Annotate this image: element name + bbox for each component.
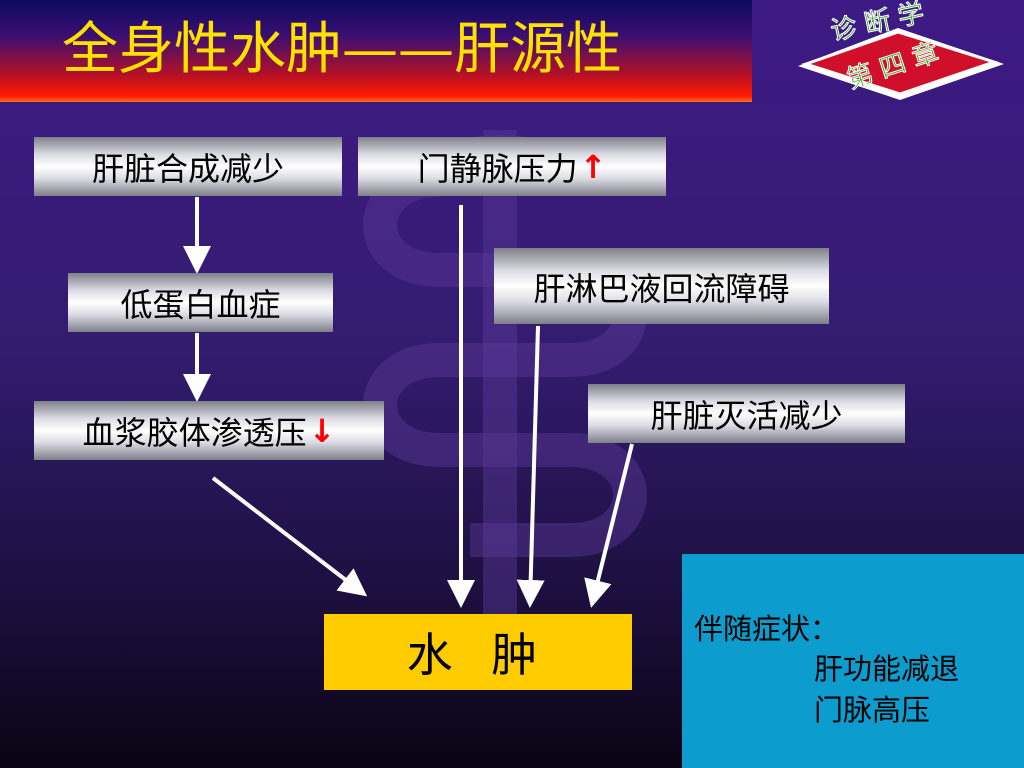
node-colloid-osmotic-pressure: 血浆胶体渗透压↓ [34, 401, 384, 460]
node-portal-pressure: 门静脉压力↑ [358, 137, 666, 196]
node-label: 低蛋白血症 [120, 285, 281, 324]
symptom-item: 肝功能减退 [814, 652, 960, 686]
node-liver-inactivation-decrease: 肝脏灭活减少 [588, 384, 905, 443]
node-label: 门静脉压力 [417, 149, 578, 188]
panel-title: 伴随症状： [694, 612, 840, 646]
increase-arrow-icon: ↑ [579, 147, 607, 186]
node-edema: 水 肿 [324, 614, 632, 690]
emblem-diamond [801, 30, 999, 96]
node-liver-synthesis-decrease: 肝脏合成减少 [34, 137, 342, 196]
node-label: 肝脏合成减少 [91, 149, 284, 188]
arrow-inactivation-to-edema [584, 443, 634, 608]
arrow-lymph-to-edema [516, 325, 545, 608]
chapter-emblem: 诊 断 学 第 四 章 [798, 0, 1004, 100]
symptom-item: 门脉高压 [814, 693, 931, 727]
node-label: 肝脏灭活减少 [650, 396, 843, 435]
slide-title: 全身性水肿——肝源性 [62, 17, 622, 82]
node-label: 肝淋巴液回流障碍 [533, 270, 790, 308]
title-bar: 全身性水肿——肝源性 [0, 0, 752, 102]
node-label: 水 肿 [406, 628, 550, 682]
node-hypoalbuminemia: 低蛋白血症 [68, 273, 333, 332]
node-label: 血浆胶体渗透压 [82, 413, 307, 452]
arrow-osmotic-to-edema [211, 476, 368, 597]
decrease-arrow-icon: ↓ [308, 411, 336, 450]
accompanying-symptoms-panel: 伴随症状： 肝功能减退 门脉高压 [682, 554, 1024, 768]
node-lymph-return-obstruction: 肝淋巴液回流障碍 [494, 248, 829, 324]
